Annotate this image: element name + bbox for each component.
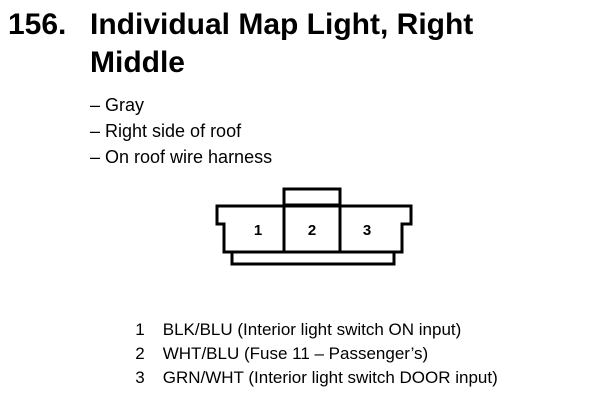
pin-number: 1 xyxy=(135,320,145,339)
pin-list: 1 BLK/BLU (Interior light switch ON inpu… xyxy=(122,318,498,390)
component-title-continued: Middle xyxy=(90,46,185,79)
component-number: 156. xyxy=(8,8,67,41)
detail-color: – Gray xyxy=(90,95,145,115)
component-heading: 156. Individual Map Light, Right Middle xyxy=(8,6,598,82)
connector-details: – Gray – Right side of roof – On roof wi… xyxy=(90,92,272,170)
pin-description: WHT/BLU (Fuse 11 – Passenger’s) xyxy=(162,344,429,363)
terminal-3-label: 3 xyxy=(363,222,371,239)
terminal-2-label: 2 xyxy=(308,222,316,239)
pin-row: 2 WHT/BLU (Fuse 11 – Passenger’s) xyxy=(122,342,498,366)
pin-description: BLK/BLU (Interior light switch ON input) xyxy=(162,320,462,339)
detail-location: – Right side of roof xyxy=(90,121,242,141)
pin-number: 2 xyxy=(135,344,145,363)
pin-number: 3 xyxy=(135,368,145,387)
connector-latch xyxy=(282,187,342,207)
detail-harness: – On roof wire harness xyxy=(90,147,273,167)
pin-row: 1 BLK/BLU (Interior light switch ON inpu… xyxy=(122,318,498,342)
terminal-1-label: 1 xyxy=(254,222,262,239)
pin-row: 3 GRN/WHT (Interior light switch DOOR in… xyxy=(122,366,498,390)
connector-housing xyxy=(215,204,413,266)
component-title: Individual Map Light, Right xyxy=(90,8,474,41)
heading-line-2: Middle xyxy=(8,44,598,82)
pin-description: GRN/WHT (Interior light switch DOOR inpu… xyxy=(162,368,498,387)
connector-diagram: 1 2 3 xyxy=(215,187,413,266)
heading-line-1: 156. Individual Map Light, Right xyxy=(8,6,598,44)
